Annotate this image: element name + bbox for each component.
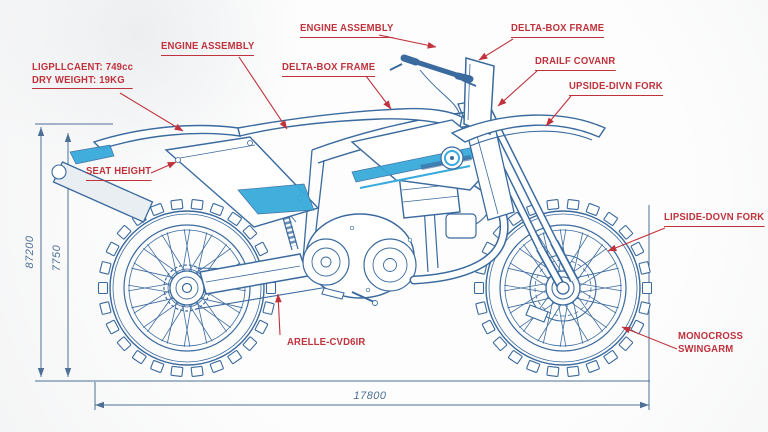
right-grip — [454, 72, 474, 83]
spec-displacement: LIGPLLCAENT: 749cc — [32, 62, 134, 73]
label-engine-assembly-top: ENGINE ASSEMBLY — [300, 23, 394, 38]
label-tail-cover: DRAILF COVANR — [535, 56, 616, 71]
muffler — [51, 161, 154, 223]
carburetor — [445, 213, 477, 239]
label-upside-down-fork-side: LIPSIDE-DOVN FORK — [664, 212, 765, 227]
front-fender — [450, 114, 607, 147]
dim-seat-height: 7750 — [51, 244, 63, 272]
brake-caliper — [525, 304, 549, 323]
fender-accent — [69, 144, 115, 165]
label-seat-height: SEAT HEIGHT — [86, 166, 152, 181]
dim-overall-height: 87200 — [24, 235, 36, 269]
front-wheel — [473, 199, 653, 377]
brake-lever — [461, 79, 477, 87]
footpeg — [321, 287, 345, 300]
label-delta-box-frame-right: DELTA-BOX FRAME — [511, 23, 605, 38]
leader-lines — [119, 34, 678, 350]
label-engine-assembly-left: ENGINE ASSEMBLY — [161, 41, 255, 56]
clutch-lever — [389, 63, 403, 71]
bodywork — [69, 107, 502, 228]
label-axle-code: ARELLE-CVD6IR — [287, 337, 366, 348]
spec-dry-weight: DRY WEIGHT: 19KG — [32, 74, 125, 86]
rear-wheel — [97, 199, 277, 377]
motorcycle-drawing — [51, 54, 653, 377]
crossbar — [419, 62, 453, 76]
spec-block: LIGPLLCAENT: 749cc DRY WEIGHT: 19KG — [32, 62, 134, 89]
dim-wheelbase: 17800 — [353, 390, 387, 402]
left-grip — [400, 54, 420, 66]
side-panel — [164, 136, 320, 228]
label-upside-down-fork-top: UPSIDE-DIVN FORK — [569, 81, 663, 96]
label-delta-box-frame-left: DELTA-BOX FRAME — [282, 62, 376, 77]
handlebar — [389, 54, 495, 136]
label-swingarm: MONOCROSS SWINGARM — [678, 331, 744, 355]
front-axle — [556, 281, 570, 295]
side-panel-accent — [237, 183, 315, 215]
